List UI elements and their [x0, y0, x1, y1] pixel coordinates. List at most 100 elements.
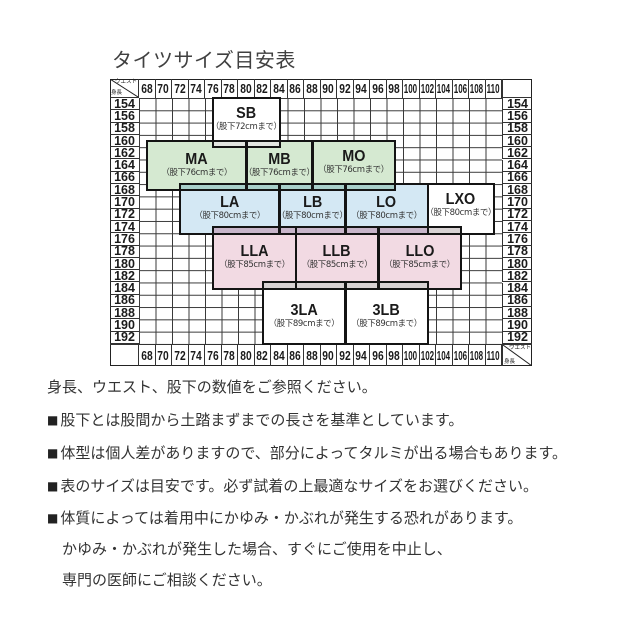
height-label-right: 176	[502, 233, 532, 246]
waist-header-cell: 90	[321, 79, 337, 98]
note-continuation: 専門の医師にご相談ください。	[62, 571, 272, 589]
size-name: MB	[268, 151, 291, 169]
height-label-left: 182	[110, 269, 139, 283]
waist-value: 96	[372, 81, 384, 96]
size-name: LA	[220, 194, 240, 212]
waist-value: 92	[339, 81, 351, 96]
waist-value: 94	[355, 348, 367, 363]
waist-header-cell: 88	[304, 79, 321, 98]
size-region-lo-fill	[345, 184, 428, 234]
height-label-left: 178	[110, 245, 139, 258]
waist-footer-cell: 96	[370, 344, 387, 366]
waist-header-cell: 94	[354, 79, 370, 98]
waist-value: 98	[388, 81, 400, 96]
waist-footer-cell: 98	[386, 344, 403, 366]
height-label-right: 172	[502, 208, 532, 221]
height-label-left: 158	[110, 122, 139, 135]
size-region-overlap	[213, 227, 280, 234]
size-region-overlap	[345, 282, 379, 289]
size-region-overlap	[295, 227, 346, 234]
waist-footer-cell: 90	[320, 344, 337, 366]
size-region-overlap	[378, 227, 428, 234]
waist-value: 76	[207, 348, 219, 363]
size-region-llo-fill	[378, 227, 461, 289]
height-label-right: 184	[502, 282, 532, 295]
height-label-right: 164	[502, 159, 532, 172]
height-label-right: 190	[502, 319, 532, 332]
waist-value: 110	[486, 348, 500, 363]
size-region-label: LLO（股下85cmまで）	[378, 233, 461, 282]
size-region-3la-fill	[262, 282, 346, 344]
waist-footer-cell: 86	[287, 344, 304, 366]
height-label-left: 168	[110, 183, 139, 197]
waist-header-cell: 110	[486, 79, 502, 98]
waist-footer-cell: 72	[172, 344, 189, 366]
waist-value: 78	[223, 348, 235, 363]
waist-value: 96	[372, 348, 384, 363]
size-region-3lb-fill	[345, 282, 428, 344]
height-label-left: 184	[110, 282, 139, 295]
waist-footer-cell: 68	[139, 344, 156, 366]
diagonal-divider-icon	[110, 79, 138, 97]
waist-header-cell: 74	[189, 79, 205, 98]
waist-value: 76	[207, 81, 219, 96]
corner-header-cell: ウエスト 身長	[110, 79, 139, 98]
height-label-right: 180	[502, 257, 532, 271]
waist-footer-cell: 70	[155, 344, 172, 366]
waist-value: 104	[437, 81, 451, 96]
size-region-label: MO（股下76cmまで）	[312, 141, 395, 184]
height-label-right: 166	[502, 171, 532, 185]
waist-value: 68	[141, 81, 153, 96]
size-name: 3LA	[290, 301, 318, 319]
size-region-sb-fill	[213, 98, 280, 148]
size-region-label: LLA（股下85cmまで）	[213, 233, 296, 282]
height-label-right: 188	[502, 306, 532, 320]
waist-footer-cell: 108	[469, 344, 486, 366]
diagonal-divider-icon	[503, 345, 532, 366]
size-region-overlap	[378, 282, 428, 289]
waist-header-cell: 78	[222, 79, 238, 98]
waist-value: 104	[437, 348, 451, 363]
waist-value: 98	[388, 348, 400, 363]
waist-value: 102	[420, 81, 434, 96]
size-name: LB	[302, 194, 322, 212]
waist-footer-cell: 82	[254, 344, 271, 366]
inseam-note: （股下85cmまで）	[301, 260, 373, 271]
waist-value: 86	[289, 348, 301, 363]
note-bullet: ■体質によっては着用中にかゆみ・かぶれが発生する恐れがあります。	[47, 509, 522, 527]
size-region-lla-fill	[213, 227, 296, 289]
size-name: LLB	[322, 243, 351, 261]
waist-header-cell: 68	[139, 79, 156, 98]
size-region-label: LLB（股下85cmまで）	[296, 233, 379, 282]
inseam-note: （股下72cmまで）	[210, 122, 282, 133]
waist-value: 72	[174, 81, 186, 96]
height-label-right: 182	[502, 269, 532, 283]
waist-value: 78	[223, 81, 235, 96]
waist-value: 70	[157, 81, 169, 96]
size-name: MA	[185, 151, 208, 169]
top-right-empty-cell	[502, 79, 532, 98]
corner-footer-cell: ウエスト 身長	[502, 344, 532, 366]
size-name: LLA	[240, 243, 269, 261]
size-region-label: LO（股下80cmまで）	[345, 190, 428, 227]
waist-value: 108	[470, 348, 484, 363]
note-bullet: ■体型は個人差がありますので、部分によってタルミが出る場合もあります。	[47, 444, 567, 462]
waist-header-cell: 106	[453, 79, 469, 98]
waist-value: 82	[256, 81, 268, 96]
size-name: LO	[376, 194, 397, 212]
waist-footer-cell: 88	[304, 344, 321, 366]
inseam-note: （股下80cmまで）	[194, 211, 266, 222]
waist-value: 84	[273, 81, 285, 96]
waist-header-cell: 104	[436, 79, 453, 98]
size-region-overlap	[279, 184, 313, 191]
height-axis-label: 身長	[111, 90, 123, 96]
waist-footer-cell: 74	[188, 344, 205, 366]
size-name: MO	[341, 148, 366, 166]
size-name: 3LB	[372, 301, 401, 319]
waist-value: 74	[190, 348, 202, 363]
size-region-llo	[377, 225, 462, 290]
bullet-icon: ■	[47, 446, 59, 460]
height-label-right: 174	[502, 220, 532, 234]
height-axis-label: 身長	[504, 359, 516, 365]
bullet-icon: ■	[47, 511, 59, 525]
